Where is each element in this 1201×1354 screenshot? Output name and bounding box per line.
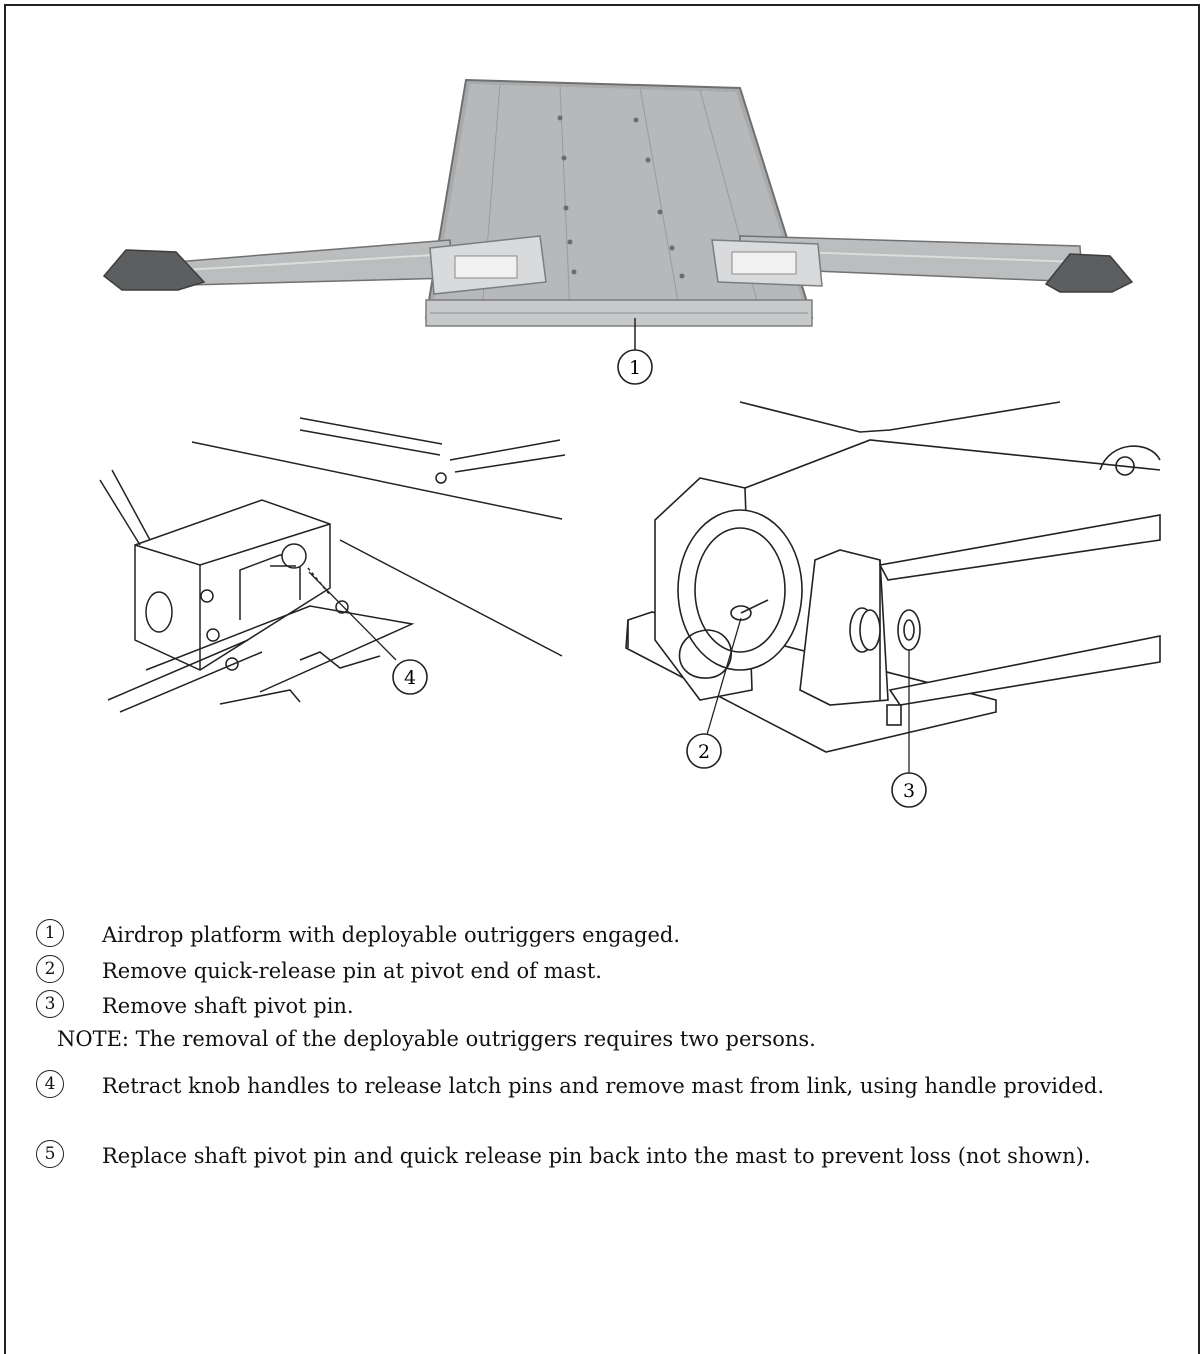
step-2-number: 2 [36, 955, 64, 983]
step-1-number: 1 [36, 919, 64, 947]
step-3-text: Remove shaft pivot pin. [102, 994, 354, 1018]
step-4-number: 4 [36, 1070, 64, 1098]
latch-knob-drawing [99, 417, 566, 713]
airdrop-platform-photo [102, 78, 1134, 327]
callout-1: 1 [617, 318, 653, 385]
step-5-text: Replace shaft pivot pin and quick releas… [102, 1144, 1091, 1168]
step-4-text: Retract knob handles to release latch pi… [102, 1074, 1105, 1098]
callout-2: 2 [686, 617, 742, 769]
step-5-number: 5 [36, 1140, 64, 1168]
callout-1-label: 1 [629, 357, 641, 379]
page-frame [4, 4, 1200, 1354]
callout-2-label: 2 [698, 741, 710, 763]
illustration-panel: 1 [99, 78, 1161, 808]
step-2-text: Remove quick-release pin at pivot end of… [102, 959, 602, 983]
callout-3-label: 3 [903, 780, 915, 802]
note-text: NOTE: The removal of the deployable outr… [57, 1027, 816, 1051]
callout-4-label: 4 [404, 667, 416, 689]
step-1-text: Airdrop platform with deployable outrigg… [102, 923, 681, 947]
step-3-number: 3 [36, 990, 64, 1018]
callout-4: 4 [308, 571, 428, 695]
mast-pivot-drawing [625, 401, 1161, 753]
callout-3: 3 [891, 650, 927, 808]
